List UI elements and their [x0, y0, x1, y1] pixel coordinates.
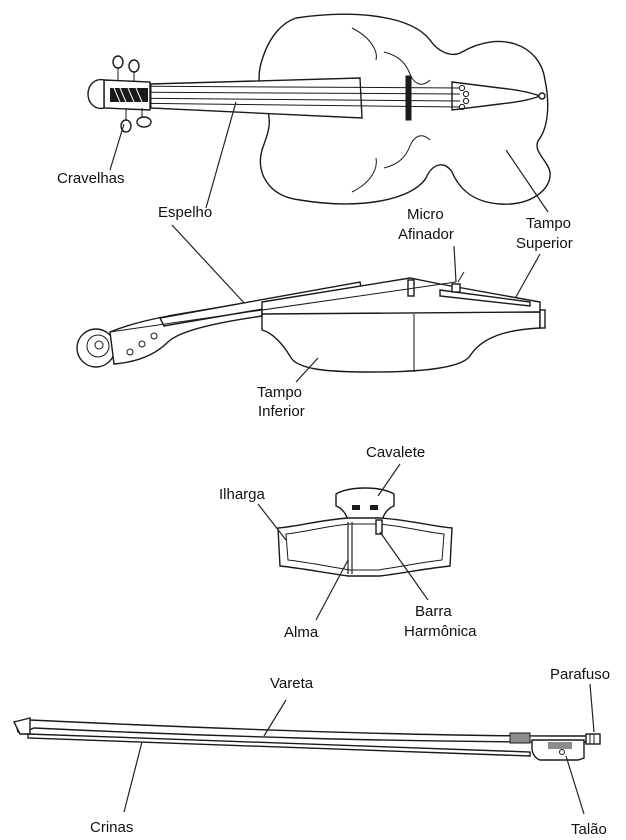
leader-crinas [124, 742, 142, 812]
micro-tuner-screw [458, 272, 464, 282]
bridge-top [406, 76, 411, 120]
bow-wrapping [510, 733, 530, 743]
leader-parafuso [590, 684, 594, 732]
label-tampo-inferior-2: Inferior [258, 403, 305, 420]
label-parafuso: Parafuso [550, 666, 610, 683]
label-crinas: Crinas [90, 819, 133, 836]
violin-side-view [77, 272, 545, 372]
label-espelho: Espelho [158, 204, 212, 221]
leader-micro-afinador [454, 246, 456, 282]
label-tampo-inferior-1: Tampo [257, 384, 302, 401]
leader-talao [566, 756, 584, 814]
label-cravelhas: Cravelhas [57, 170, 125, 187]
label-alma: Alma [284, 624, 319, 641]
top-plate-side [262, 278, 540, 316]
end-button-side [540, 310, 545, 328]
label-barra-2: Harmônica [404, 623, 477, 640]
peg [113, 56, 123, 80]
leader-tampo-superior-side [512, 254, 540, 304]
cross-section [278, 488, 452, 576]
bow-tip [14, 718, 30, 734]
bow [14, 718, 600, 760]
body-section [278, 518, 452, 576]
label-micro-1: Micro [407, 206, 444, 223]
bridge-hole [370, 505, 378, 510]
label-barra-1: Barra [415, 603, 452, 620]
body-side [262, 312, 540, 372]
bridge-hole [352, 505, 360, 510]
label-talao: Talão [571, 821, 607, 838]
end-button [539, 93, 545, 99]
bass-bar [376, 520, 382, 534]
micro-tuner [452, 284, 460, 292]
leader-espelho-top [206, 102, 236, 208]
leader-cravelhas [110, 124, 124, 170]
label-tampo-superior-1: Tampo [526, 215, 571, 232]
fingerboard-top [150, 78, 362, 118]
leader-espelho-side [172, 225, 246, 305]
leader-ilharga [258, 504, 286, 540]
scroll-top [88, 80, 104, 109]
label-cavalete: Cavalete [366, 444, 425, 461]
frog-eye [548, 742, 572, 749]
label-ilharga: Ilharga [219, 486, 266, 503]
bridge-section [336, 488, 394, 520]
label-tampo-superior-2: Superior [516, 235, 573, 252]
label-micro-2: Afinador [398, 226, 454, 243]
peg [137, 108, 151, 127]
bow-screw [586, 734, 600, 744]
peg [129, 60, 139, 82]
violin-top-view [88, 14, 550, 204]
label-vareta: Vareta [270, 675, 314, 692]
